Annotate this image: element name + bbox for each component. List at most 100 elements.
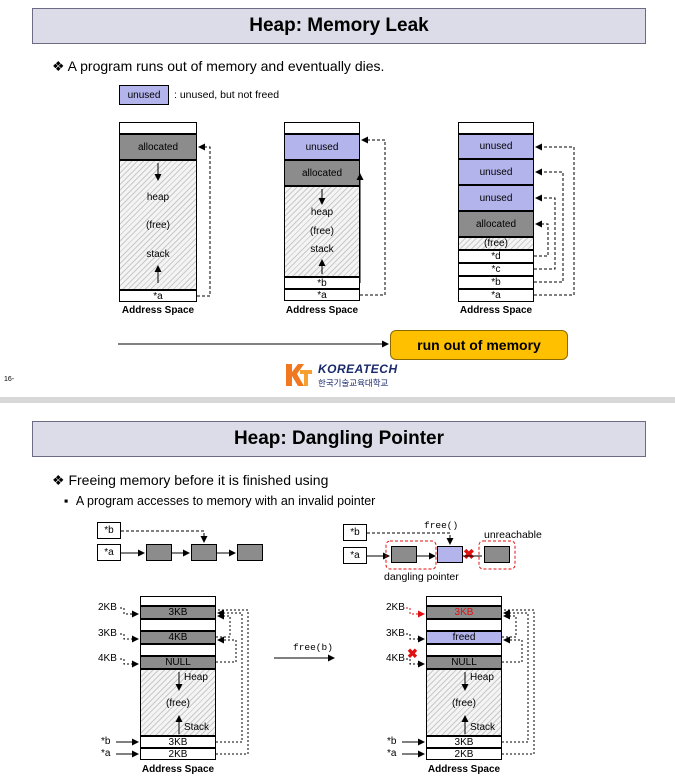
pointer-b: *b bbox=[343, 524, 367, 541]
right-space-arrows bbox=[402, 607, 535, 758]
slide2-title: Heap: Dangling Pointer bbox=[32, 421, 646, 457]
pointer-b: *b bbox=[97, 522, 121, 539]
free-region: (free) bbox=[458, 237, 534, 250]
address-space-caption: Address Space bbox=[121, 305, 195, 316]
slide-divider bbox=[0, 397, 675, 403]
free-label: (free) bbox=[310, 226, 334, 237]
pointer-a-label: *a bbox=[101, 748, 111, 759]
pointer-c: *c bbox=[458, 263, 534, 276]
size-label-4kb: 4KB bbox=[98, 653, 117, 664]
unreachable-label: unreachable bbox=[484, 529, 542, 541]
pointer-a: *a bbox=[97, 544, 121, 561]
list-node-2 bbox=[191, 544, 217, 561]
block-4kb: 4KB bbox=[140, 631, 216, 644]
diagram2-arrows bbox=[318, 136, 386, 296]
diagram1-arrows bbox=[154, 143, 211, 297]
null-block: NULL bbox=[426, 656, 502, 669]
cross-icon: ✖ bbox=[407, 646, 418, 661]
address-space-caption: Address Space bbox=[285, 305, 359, 316]
pointer-b-value: 3KB bbox=[426, 736, 502, 748]
free-region bbox=[426, 669, 502, 736]
logo-name: KOREATECH bbox=[318, 362, 398, 376]
pointer-b-label: *b bbox=[101, 736, 111, 747]
stack-label: stack bbox=[146, 249, 170, 260]
logo-subtitle: 한국기술교육대학교 bbox=[318, 378, 389, 388]
freed-node bbox=[437, 546, 463, 563]
unreachable-node bbox=[484, 546, 510, 563]
left-space-arrows bbox=[116, 607, 249, 758]
unused-block-3: unused bbox=[458, 185, 534, 211]
legend-unused-box: unused bbox=[119, 85, 169, 105]
address-space-caption: Address Space bbox=[141, 764, 215, 775]
free-b-label: free(b) bbox=[293, 642, 333, 653]
top-cell bbox=[426, 596, 502, 606]
size-label-2kb: 2KB bbox=[98, 602, 117, 613]
address-space-caption: Address Space bbox=[459, 305, 533, 316]
list-node-1 bbox=[146, 544, 172, 561]
allocated-block: allocated bbox=[119, 134, 197, 160]
size-label-2kb: 2KB bbox=[386, 602, 405, 613]
legend-text: : unused, but not freed bbox=[174, 89, 280, 101]
block-3kb: 3KB bbox=[140, 606, 216, 619]
size-label-3kb: 3KB bbox=[386, 628, 405, 639]
gap-cell bbox=[140, 619, 216, 631]
unused-block-1: unused bbox=[458, 134, 534, 159]
dangling-pointer-label: dangling pointer bbox=[384, 571, 459, 583]
pointer-a: *a bbox=[119, 290, 197, 302]
heap-label: Heap bbox=[470, 672, 494, 683]
heap-label: Heap bbox=[184, 672, 208, 683]
address-space-caption: Address Space bbox=[427, 764, 501, 775]
top-cell bbox=[119, 122, 197, 134]
page-number: 16- bbox=[4, 376, 15, 383]
slide1-bullet: ❖ A program runs out of memory and event… bbox=[52, 58, 385, 74]
slide2-bullet-1: ❖ Freeing memory before it is finished u… bbox=[52, 472, 329, 488]
unused-block: unused bbox=[284, 134, 360, 160]
free-label: (free) bbox=[146, 220, 170, 231]
free-call-label: free() bbox=[424, 520, 459, 531]
freed-block: freed bbox=[426, 631, 502, 644]
gap-cell bbox=[140, 644, 216, 656]
pointer-b: *b bbox=[284, 277, 360, 289]
pointer-b: *b bbox=[458, 276, 534, 289]
free-label: (free) bbox=[166, 698, 190, 709]
heap-label: heap bbox=[146, 192, 170, 203]
diagram3-arrows bbox=[534, 143, 575, 296]
heap-label: heap bbox=[310, 207, 334, 218]
block-3kb: 3KB bbox=[426, 606, 502, 619]
pointer-a: *a bbox=[343, 547, 367, 564]
unused-block-2: unused bbox=[458, 159, 534, 185]
top-cell bbox=[140, 596, 216, 606]
allocated-block: allocated bbox=[458, 211, 534, 237]
stack-label: Stack bbox=[184, 722, 210, 733]
run-out-of-memory-badge: run out of memory bbox=[390, 330, 568, 360]
size-label-3kb: 3KB bbox=[98, 628, 117, 639]
allocated-block: allocated bbox=[284, 160, 360, 186]
cross-icon: ✖ bbox=[463, 546, 475, 562]
slide2-bullet-2: ▪ A program accesses to memory with an i… bbox=[64, 494, 376, 508]
pointer-a: *a bbox=[458, 289, 534, 302]
slide1-title: Heap: Memory Leak bbox=[32, 8, 646, 44]
top-cell bbox=[284, 122, 360, 134]
pointer-d: *d bbox=[458, 250, 534, 263]
list-after-arrows bbox=[367, 532, 516, 570]
list-node-1 bbox=[391, 546, 417, 563]
free-label: (free) bbox=[452, 698, 476, 709]
gap-cell bbox=[426, 644, 502, 656]
list-before-arrows bbox=[121, 530, 236, 557]
pointer-b-label: *b bbox=[387, 736, 397, 747]
pointer-b-value: 3KB bbox=[140, 736, 216, 748]
size-label-4kb: 4KB bbox=[386, 653, 405, 664]
pointer-a-value: 2KB bbox=[426, 748, 502, 760]
top-cell bbox=[458, 122, 534, 134]
gap-cell bbox=[426, 619, 502, 631]
stack-label: stack bbox=[310, 244, 334, 255]
logo-mark-icon bbox=[284, 362, 314, 388]
pointer-a: *a bbox=[284, 289, 360, 301]
list-node-3 bbox=[237, 544, 263, 561]
free-region bbox=[140, 669, 216, 736]
pointer-a-label: *a bbox=[387, 748, 397, 759]
stack-label: Stack bbox=[470, 722, 496, 733]
null-block: NULL bbox=[140, 656, 216, 669]
pointer-a-value: 2KB bbox=[140, 748, 216, 760]
